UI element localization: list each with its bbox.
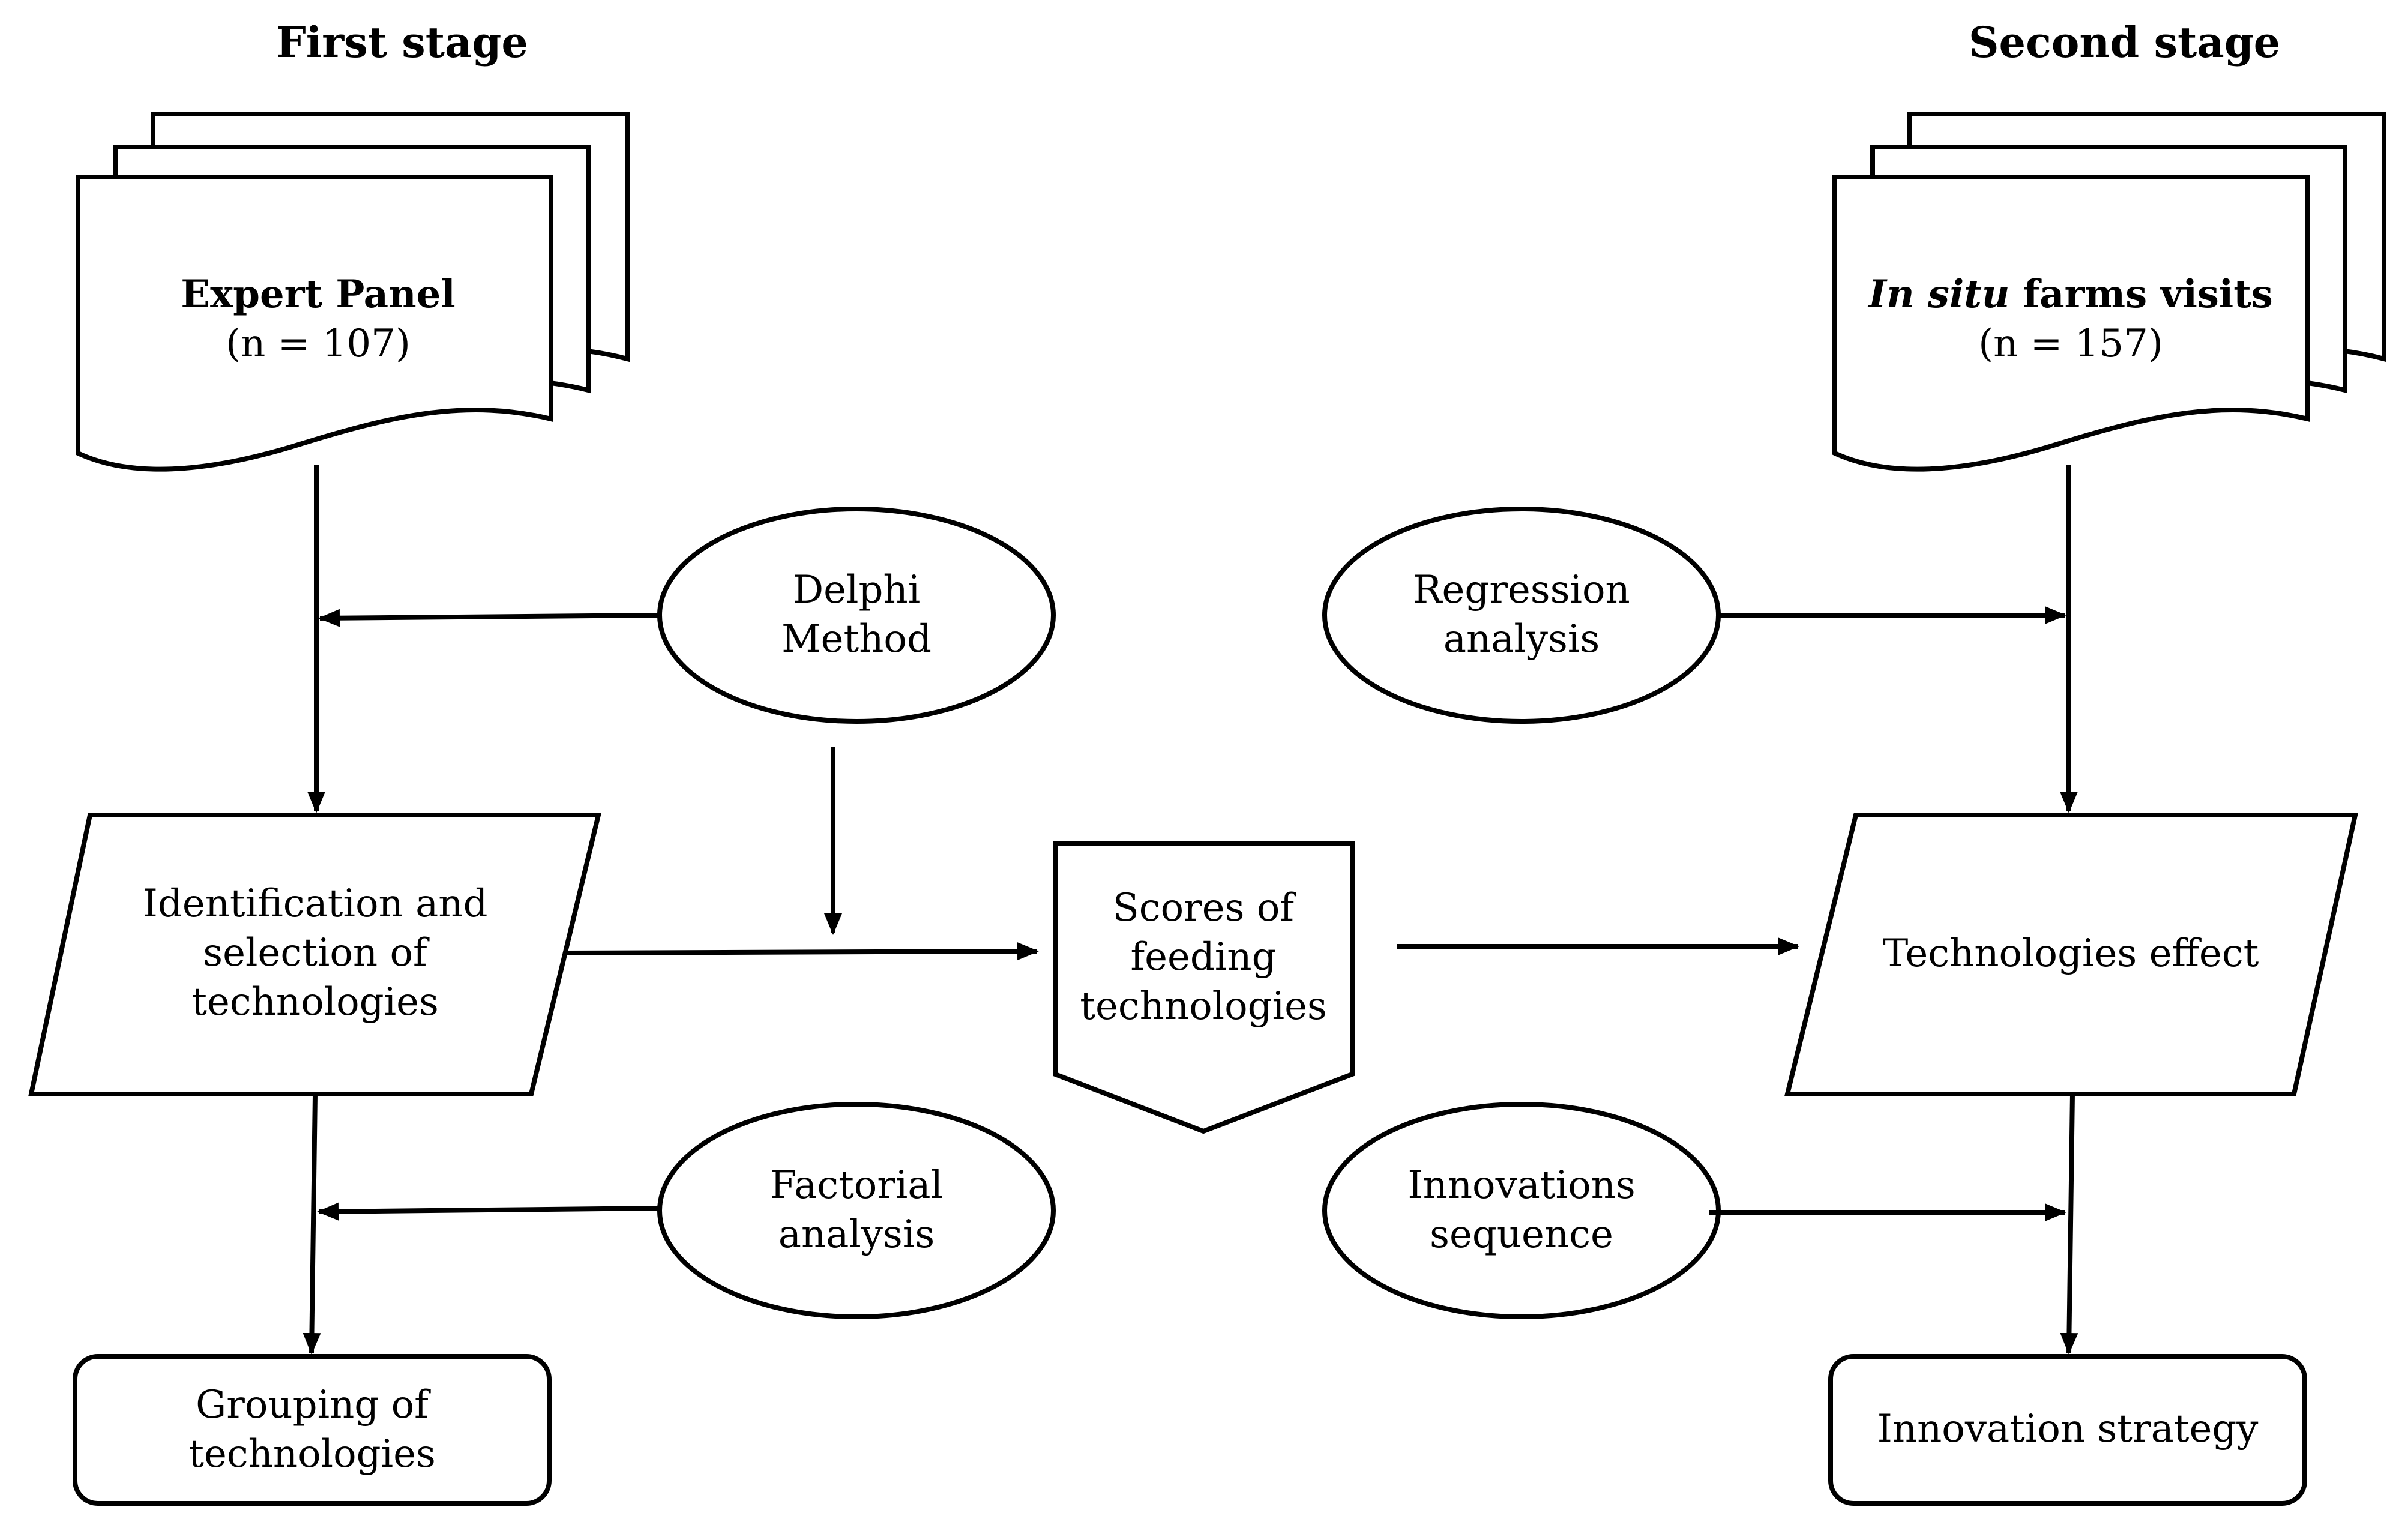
expert-panel-count: (n = 107) — [226, 322, 411, 366]
grouping-line-2: technologies — [188, 1432, 436, 1476]
grouping-line-1: Grouping of — [196, 1383, 429, 1427]
technologies-effect-parallelogram — [1784, 813, 2358, 1096]
factorial-line-1: Factorial — [770, 1163, 943, 1208]
scores-line-2: feeding — [1130, 935, 1277, 979]
arrow-identification-to-grouping — [303, 1093, 321, 1355]
regression-line-1: Regression — [1413, 568, 1630, 612]
arrow-identification-to-scores — [565, 942, 1039, 961]
grouping-rounded-rect — [73, 1354, 552, 1506]
arrow-technologies-effect-to-strategy — [2060, 1093, 2078, 1355]
identification-line-2: selection of — [203, 931, 427, 975]
farm-visits-count: (n = 157) — [1978, 322, 2163, 366]
innovations-line-2: sequence — [1430, 1212, 1613, 1257]
delphi-method-label: Delphi Method — [706, 565, 1007, 664]
identification-parallelogram — [28, 813, 602, 1096]
first-stage-heading: First stage — [276, 17, 528, 67]
scores-offpage-connector — [1053, 841, 1355, 1134]
factorial-analysis-label: Factorial analysis — [706, 1161, 1007, 1259]
strategy-label: Innovation strategy — [1877, 1407, 2259, 1451]
delphi-line-2: Method — [781, 617, 932, 661]
arrow-delphi-to-left-line — [318, 609, 660, 627]
expert-panel-label: Expert Panel (n = 107) — [138, 270, 498, 368]
strategy-rounded-rect — [1828, 1354, 2307, 1506]
arrow-factorial-to-left-line — [317, 1202, 660, 1221]
factorial-line-2: analysis — [778, 1212, 935, 1257]
delphi-method-ellipse — [657, 507, 1056, 724]
farm-visits-title-italic: In situ — [1868, 272, 2010, 317]
expert-panel-document-shape — [76, 112, 630, 472]
innovations-sequence-label: Innovations sequence — [1371, 1161, 1672, 1259]
farm-visits-title-rest: farms visits — [2009, 272, 2273, 317]
innovations-line-1: Innovations — [1407, 1163, 1636, 1208]
scores-line-1: Scores of — [1112, 886, 1295, 930]
grouping-label: Grouping of technologies — [102, 1380, 522, 1479]
delphi-line-1: Delphi — [792, 568, 921, 612]
farm-visits-label: In situ farms visits (n = 157) — [1861, 270, 2281, 368]
technologies-effect-label: Technologies effect — [1882, 931, 2259, 976]
scores-label: Scores of feeding technologies — [1053, 883, 1353, 1031]
identification-line-3: technologies — [191, 980, 439, 1024]
regression-analysis-label: Regression analysis — [1371, 565, 1672, 664]
scores-line-3: technologies — [1080, 984, 1327, 1029]
regression-line-2: analysis — [1443, 617, 1600, 661]
identification-label: Identification and selection of technolo… — [105, 879, 525, 1027]
second-stage-heading: Second stage — [1969, 17, 2281, 67]
farm-visits-document-shape — [1832, 112, 2386, 472]
identification-line-1: Identification and — [142, 882, 488, 926]
expert-panel-title: Expert Panel — [181, 272, 456, 317]
